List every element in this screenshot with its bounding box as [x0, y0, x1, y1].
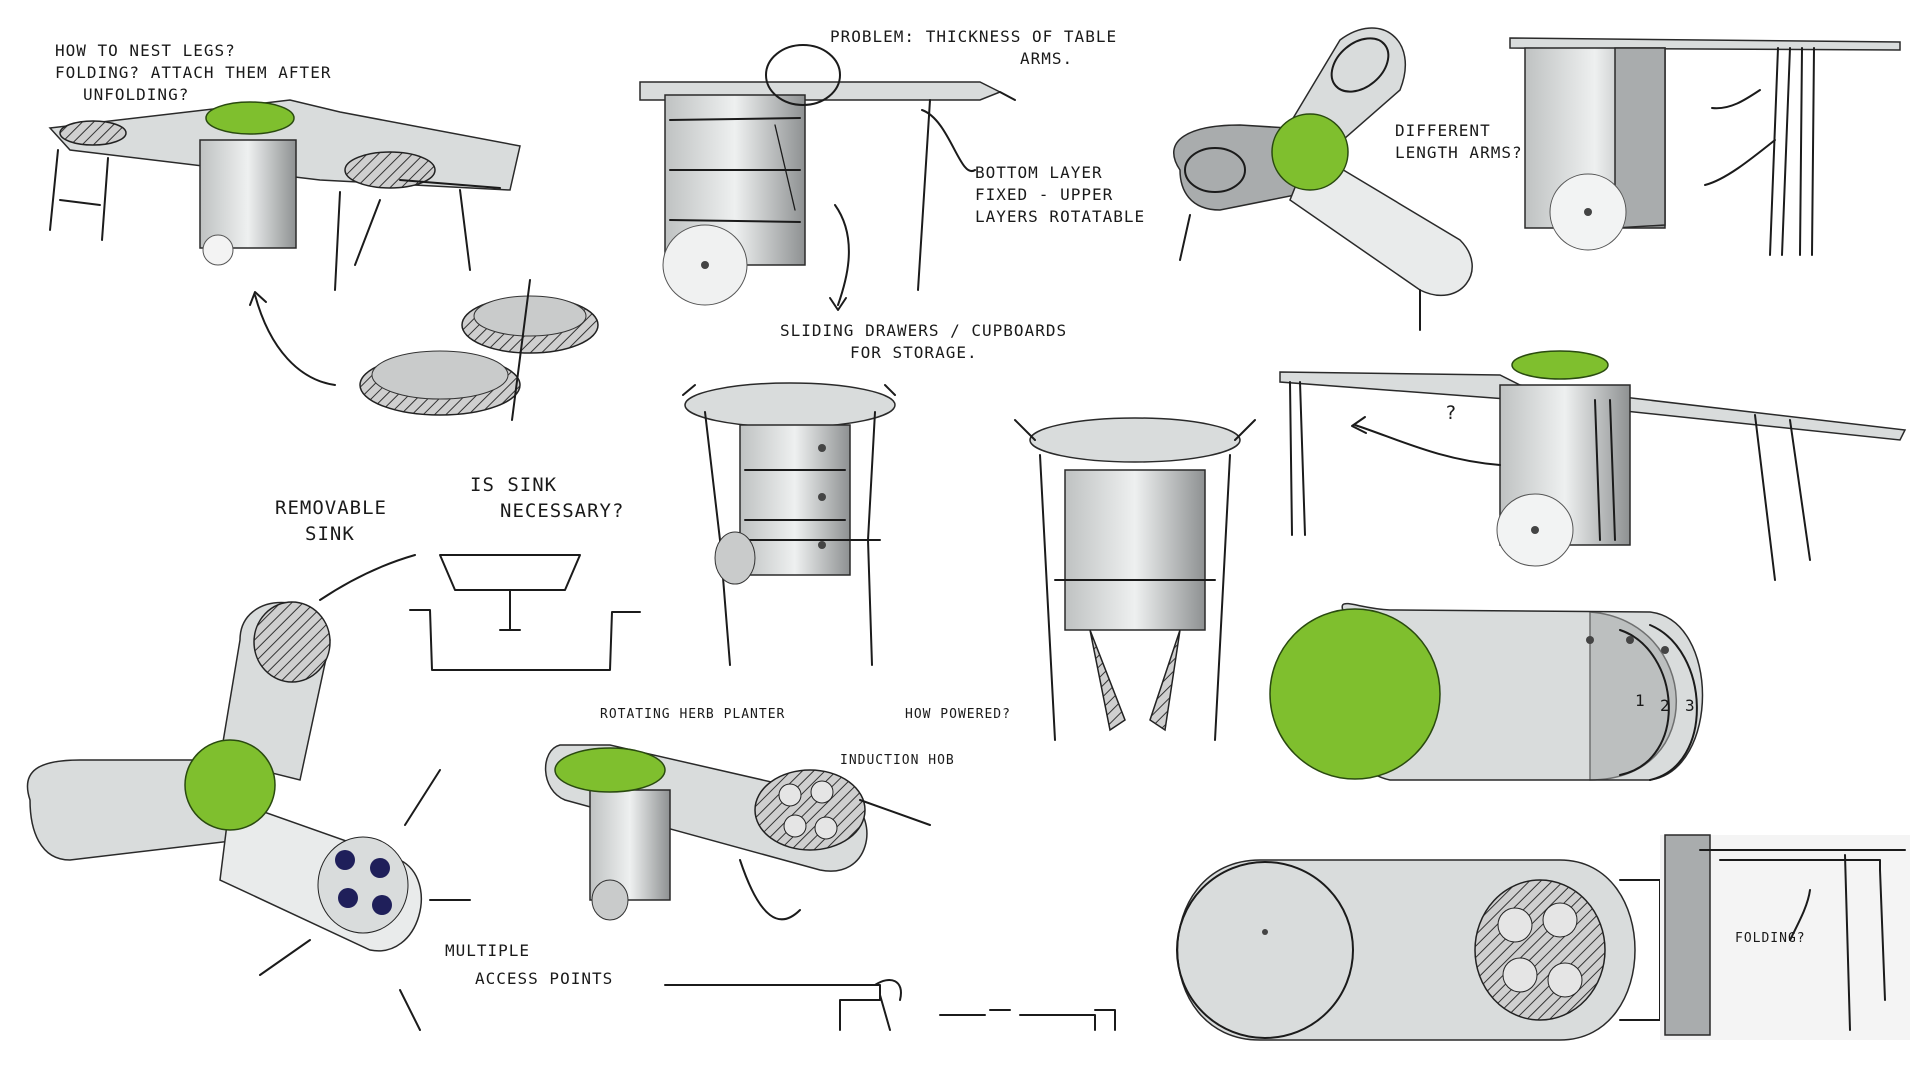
note-herb-planter: ROTATING HERB PLANTER	[600, 707, 786, 722]
note-line: LENGTH ARMS?	[1395, 143, 1523, 162]
note-line: IS SINK	[470, 474, 558, 496]
note-how-powered: HOW POWERED?	[905, 707, 1011, 722]
layer-number-1: 1	[1635, 691, 1646, 710]
layer-number-3: 3	[1685, 696, 1696, 715]
arrow-drawers	[834, 204, 850, 306]
sketch-sink-section	[409, 554, 641, 671]
arrow-bottom-layer	[921, 109, 976, 173]
sketch-three-arm-top	[26, 601, 423, 952]
note-multiple-access: MULTIPLE ACCESS POINTS	[445, 940, 613, 990]
note-line: SLIDING DRAWERS / CUPBOARDS	[780, 321, 1068, 340]
note-problem: PROBLEM: THICKNESS OF TABLE ARMS.	[830, 26, 1117, 70]
note-line: UNFOLDING?	[83, 85, 190, 104]
sketch-joint-details	[664, 979, 1116, 1031]
note-line: DIFFERENT	[1395, 121, 1491, 140]
sketch-rotating-rings	[359, 279, 599, 421]
sketch-folding-table	[48, 99, 521, 291]
arrow-arms-1	[1711, 89, 1761, 110]
arrows-access	[259, 769, 471, 1031]
note-bottom-layer: BOTTOM LAYER FIXED - UPPER LAYERS ROTATA…	[975, 162, 1145, 228]
note-line: REMOVABLE	[275, 497, 387, 519]
note-line: HOW TO NEST LEGS?	[55, 41, 236, 60]
arrow-question	[1354, 424, 1501, 466]
sketch-funnel-stand	[1014, 417, 1256, 741]
note-line: NECESSARY?	[500, 500, 625, 522]
note-sliding-drawers: SLIDING DRAWERS / CUPBOARDS FOR STORAGE.	[780, 320, 1067, 364]
arrow-arms-2	[1704, 139, 1776, 186]
note-different-arms: DIFFERENT LENGTH ARMS?	[1395, 120, 1523, 164]
note-line: ACCESS POINTS	[475, 969, 614, 988]
arrow-rings	[254, 294, 336, 386]
note-line: FOR STORAGE.	[850, 343, 978, 362]
note-line: FIXED - UPPER	[975, 185, 1114, 204]
note-folding: FOLDING?	[1735, 931, 1806, 946]
arrow-folding	[1789, 889, 1811, 941]
sketch-layered-disc	[1269, 602, 1704, 781]
arrow-sink	[319, 554, 416, 601]
note-induction-hob: INDUCTION HOB	[840, 753, 955, 768]
note-line: PROBLEM: THICKNESS OF TABLE	[830, 27, 1118, 46]
sketch-herb-planter-table	[544, 744, 931, 921]
sketch-capsule-top	[1176, 859, 1661, 1041]
note-removable-sink: REMOVABLE SINK	[275, 495, 387, 547]
sketch-folding-leg	[1660, 834, 1910, 1040]
sketch-long-table	[1279, 350, 1907, 581]
note-sink-necessary: IS SINK NECESSARY?	[470, 472, 624, 524]
note-line: SINK	[305, 523, 355, 545]
sketch-drawer-cart	[682, 382, 896, 666]
note-line: LAYERS ROTATABLE	[975, 207, 1146, 226]
sketch-stacked-arms	[1509, 37, 1901, 256]
note-line: MULTIPLE	[445, 941, 531, 960]
note-line: BOTTOM LAYER	[975, 163, 1103, 182]
note-nest-legs: HOW TO NEST LEGS? FOLDING? ATTACH THEM A…	[55, 40, 331, 106]
layer-number-2: 2	[1660, 696, 1671, 715]
note-question-mark: ?	[1445, 402, 1458, 424]
sketch-barrel-wheel	[639, 44, 1016, 306]
note-line: FOLDING? ATTACH THEM AFTER	[55, 63, 332, 82]
sketch-rotating-arms	[1173, 27, 1473, 331]
note-line: ARMS.	[1020, 49, 1074, 68]
